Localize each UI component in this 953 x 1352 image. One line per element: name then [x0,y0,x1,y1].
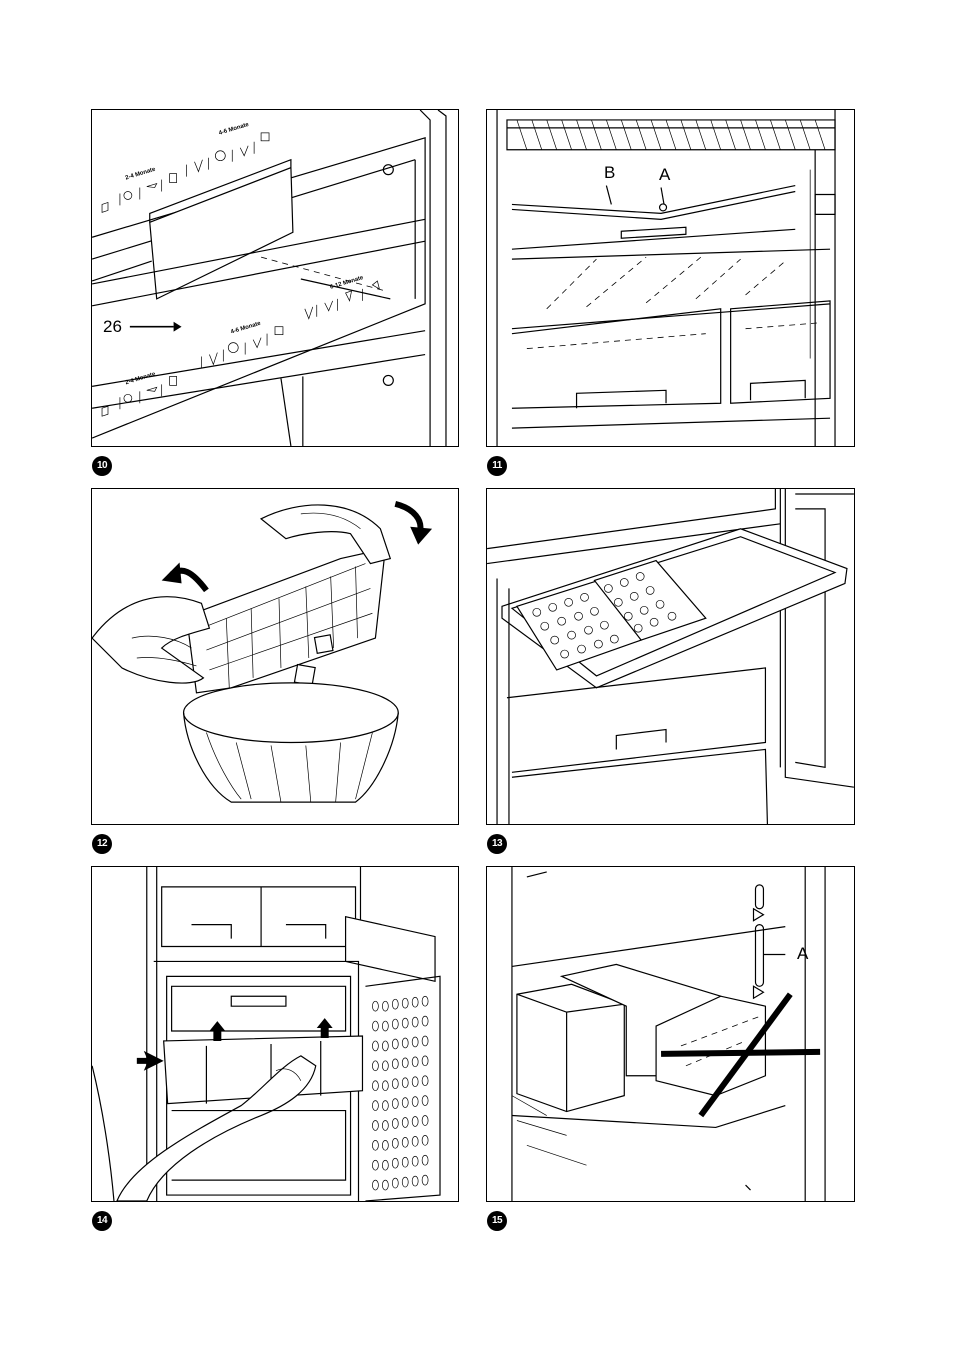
panel10-lower-right-text: 6-12 Monate [329,275,364,291]
figure-15-label-a: A [796,945,809,963]
figure-15-number: 15 [487,1211,507,1231]
figure-15-panel: A [486,866,855,1202]
fridge-shelves-illustration [487,110,854,446]
figure-12-panel [91,488,459,825]
figure-14-panel [91,866,459,1202]
figure-11-label-a: A [658,166,671,184]
figure-12-number: 12 [92,834,112,854]
freezer-drawers-illustration: 2-4 Monate 4-6 Monate 2-4 Monate 4-6 Mon… [92,110,458,446]
figure-13-panel [486,488,855,825]
figure-14-number: 14 [92,1211,112,1231]
figure-10-callout-26: 26 [102,318,123,336]
figure-11-number: 11 [487,456,507,476]
panel10-lower-left-text: 2-4 Monate [125,371,157,386]
ice-tray-twist-illustration [92,489,458,824]
figure-10-panel: 2-4 Monate 4-6 Monate 2-4 Monate 4-6 Mon… [91,109,459,447]
figure-11-label-b: B [603,164,616,182]
figure-11-panel: B A [486,109,855,447]
panel10-upper-left-text: 2-4 Monate [125,166,157,181]
figure-13-number: 13 [487,834,507,854]
panel10-lower-mid-text: 4-6 Monate [230,321,262,336]
ice-tray-shelf-illustration [487,489,854,824]
freezer-drawer-removal-illustration [92,867,458,1201]
freezer-load-limit-illustration [487,867,854,1201]
figure-10-number: 10 [92,456,112,476]
panel10-upper-right-text: 4-6 Monate [218,122,250,137]
